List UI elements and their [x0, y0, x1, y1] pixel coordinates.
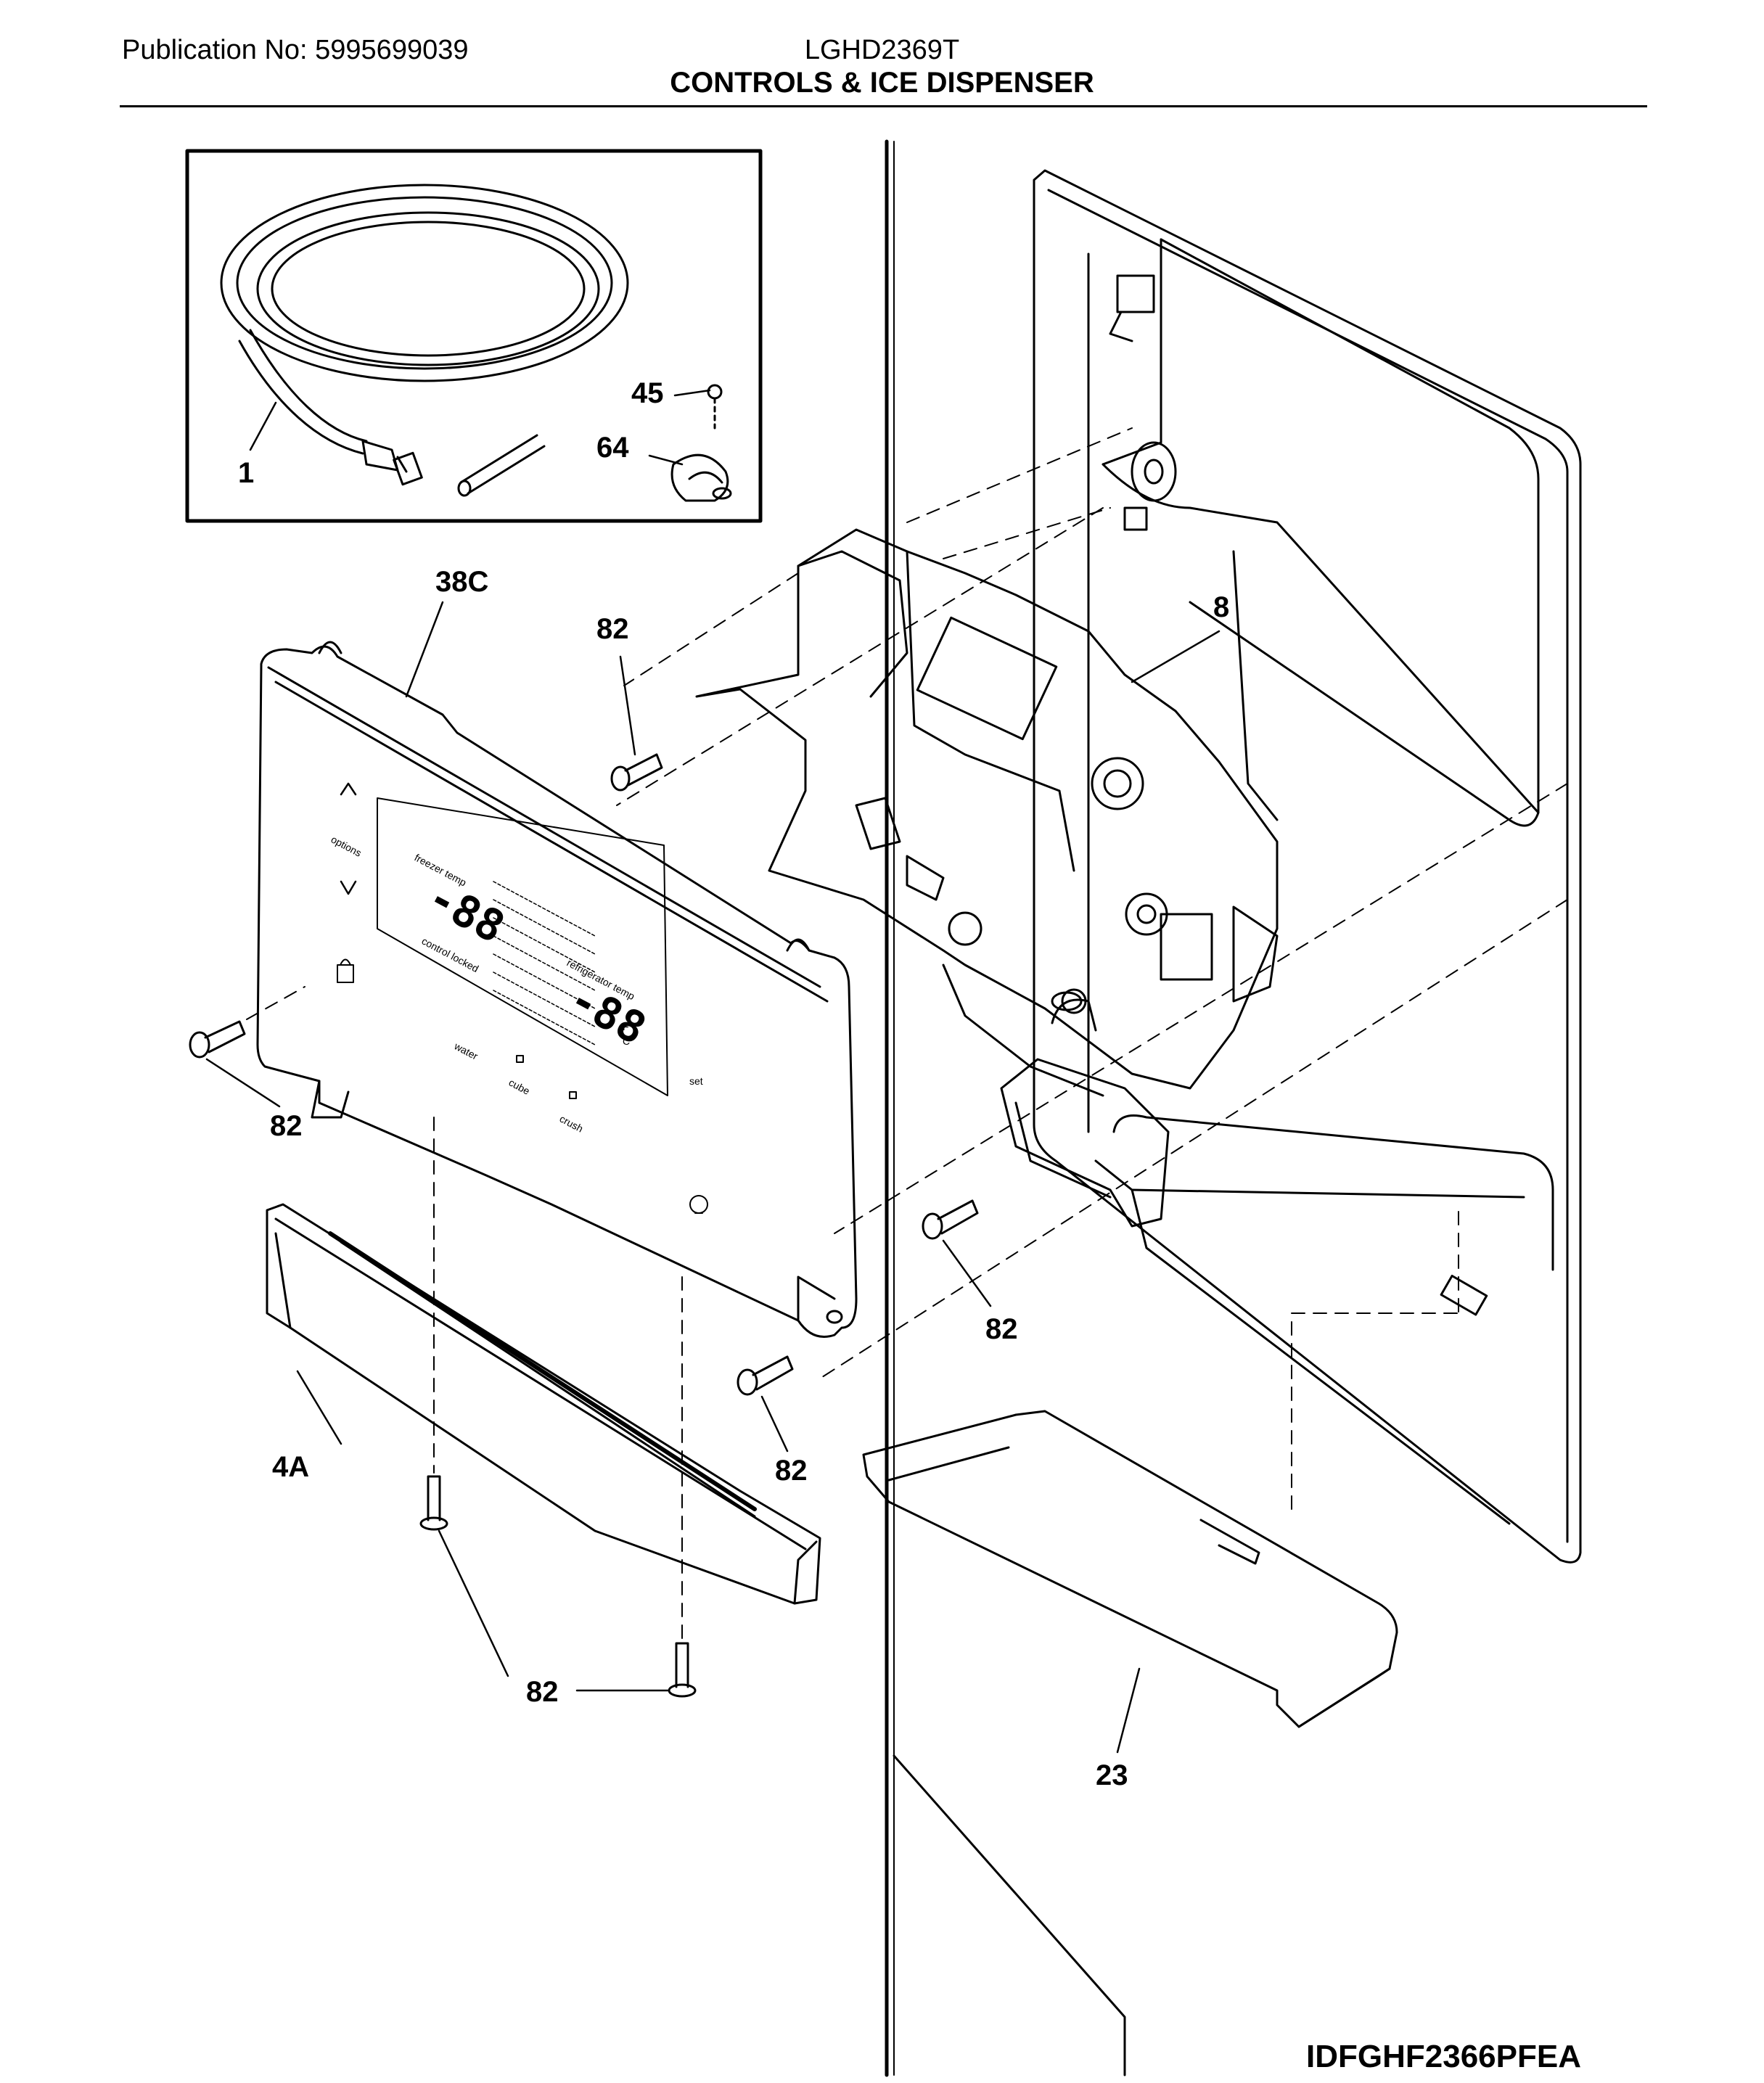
callout-82-left: 82: [270, 1110, 303, 1142]
callout-38c: 38C: [435, 566, 488, 598]
publication-number: Publication No: 5995699039: [122, 35, 469, 65]
drip-tray-23: [862, 1410, 1398, 1728]
dispenser-trim-4a: [266, 1203, 821, 1605]
assembly-guide-lines: [246, 986, 683, 1640]
callout-82-right: 82: [985, 1313, 1018, 1345]
callout-82-top: 82: [596, 613, 629, 645]
screw-82-bottom-right: [668, 1642, 697, 1698]
water-tube-kit-inset: [185, 149, 763, 523]
dispenser-housing: [616, 169, 1582, 1564]
options-label: options: [329, 834, 364, 859]
callout-82-bottom: 82: [526, 1676, 559, 1708]
header-rule: [120, 105, 1647, 107]
section-title: CONTROLS & ICE DISPENSER: [670, 67, 1094, 99]
unit-c-label: C: [623, 1035, 630, 1047]
callout-82-middle: 82: [775, 1455, 808, 1487]
callout-leaders: [205, 389, 1221, 1754]
callout-64: 64: [596, 432, 629, 464]
screw-82-middle: [737, 1355, 794, 1396]
control-panel: [256, 641, 858, 1338]
callout-23: 23: [1096, 1759, 1128, 1791]
screw-82-upper: [610, 753, 663, 792]
diagram-id: IDFGHF2366PFEA: [1306, 2039, 1581, 2074]
crush-button-label: crush: [558, 1113, 586, 1135]
callout-4a: 4A: [272, 1451, 309, 1483]
ice-dispenser-mechanism: [623, 427, 1279, 1228]
model-number: LGHD2369T: [804, 35, 960, 65]
water-button-label: water: [452, 1040, 480, 1062]
callout-45: 45: [631, 377, 664, 409]
callout-8: 8: [1213, 591, 1229, 623]
screw-82-left: [189, 1020, 246, 1059]
callout-1: 1: [238, 457, 254, 489]
screw-82-bottom-left: [419, 1475, 448, 1531]
unit-f-label: F: [623, 1021, 629, 1032]
screw-82-right: [922, 1199, 979, 1240]
set-button-label: set: [689, 1075, 703, 1087]
door-edge: [885, 139, 1126, 2077]
cube-button-label: cube: [507, 1077, 533, 1097]
